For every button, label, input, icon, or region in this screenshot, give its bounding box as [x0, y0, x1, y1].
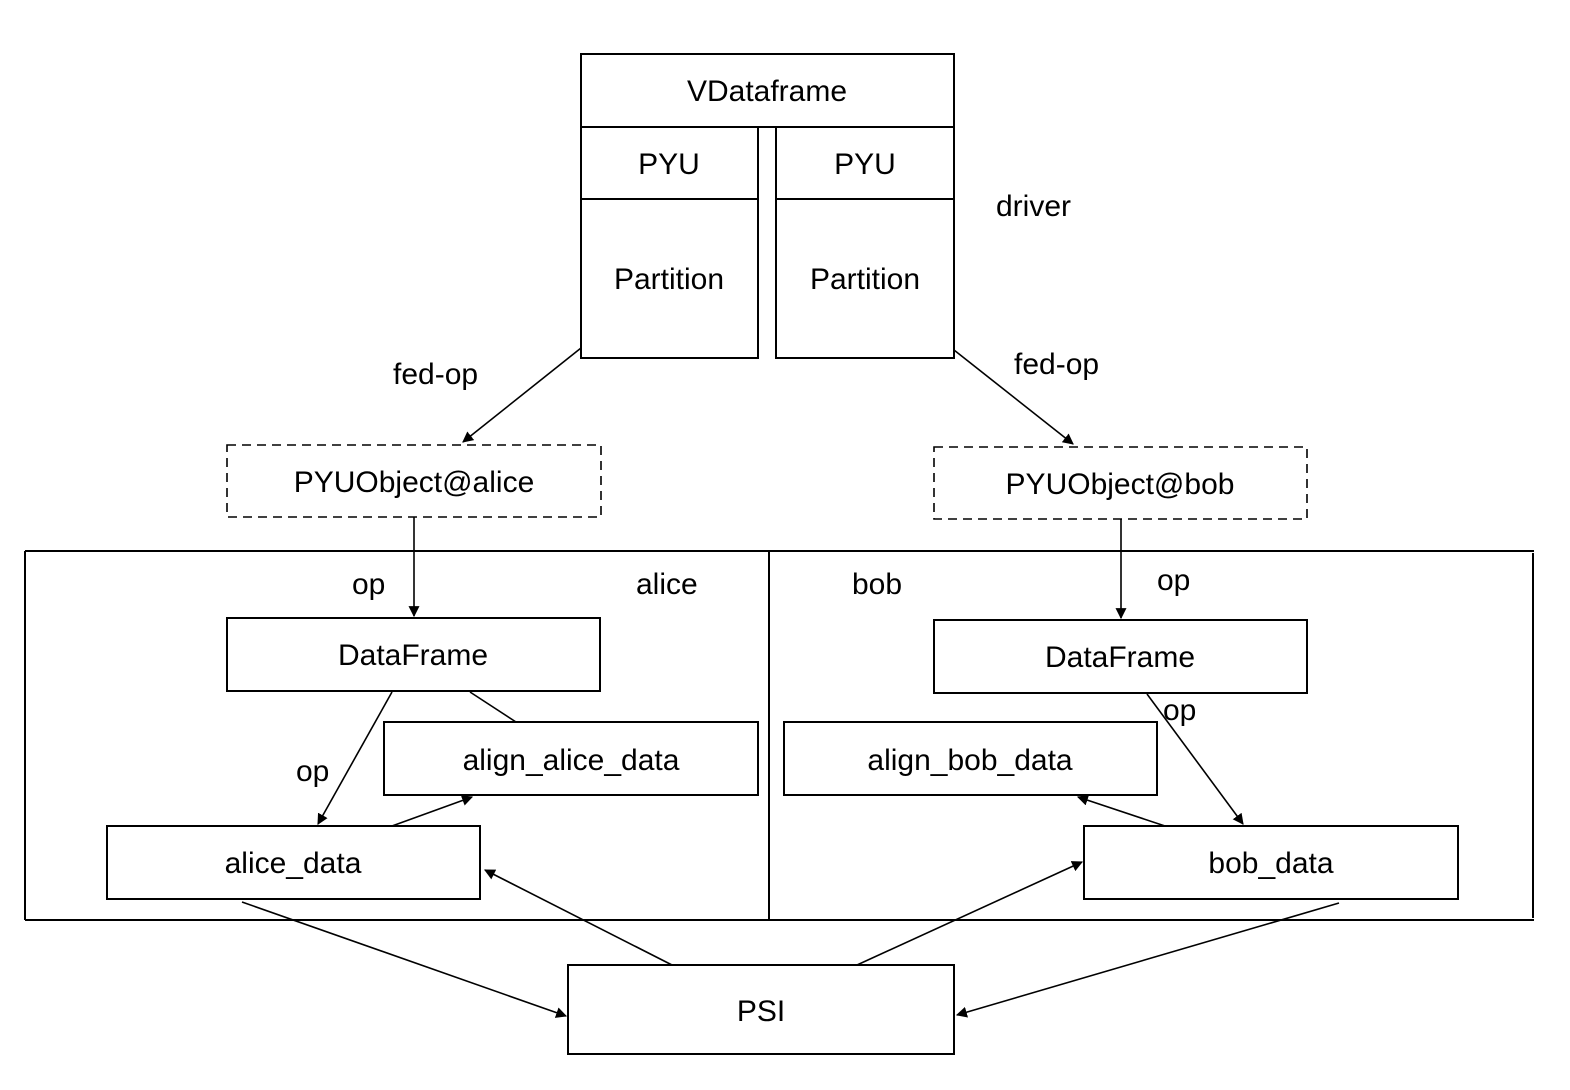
alice-dataframe-node[interactable] [226, 617, 601, 692]
align-bob-data-label: align_bob_data [867, 744, 1073, 777]
bob-data-label: bob_data [1208, 847, 1333, 880]
vdataframe-label: VDataframe [687, 75, 847, 108]
pyu-right-label: PYU [834, 148, 896, 181]
fed-op-left-label: fed-op [393, 358, 478, 391]
bob-party-label: bob [852, 568, 902, 601]
fed-op-left-arrow [462, 347, 582, 443]
bob-data-node[interactable] [1083, 825, 1459, 900]
op-bob-in-label: op [1157, 564, 1190, 597]
fed-op-right-label: fed-op [1014, 348, 1099, 381]
pyuobject-alice-label: PYUObject@alice [294, 466, 535, 499]
psi-label: PSI [737, 995, 785, 1028]
op-alice-df-label: op [296, 755, 329, 788]
alice-data-to-align-arrow [391, 795, 474, 827]
alice-party-label: alice [636, 568, 698, 601]
bob-dataframe-label: DataFrame [1045, 641, 1195, 674]
partition-right-label: Partition [810, 263, 920, 296]
align-alice-data-node[interactable] [383, 721, 759, 796]
align-bob-data-node[interactable] [783, 721, 1158, 796]
pyuobject-bob-label: PYUObject@bob [1006, 468, 1235, 501]
alice-df-align-connector [469, 691, 517, 723]
alice-data-node[interactable] [106, 825, 481, 900]
align-alice-data-label: align_alice_data [463, 744, 680, 777]
bob-data-to-align-arrow [1076, 794, 1166, 827]
op-alice-in-label: op [352, 568, 385, 601]
pyuobject-bob-node[interactable] [933, 446, 1308, 520]
psi-to-alice-data-arrow [484, 869, 673, 966]
pyu-left-label: PYU [638, 148, 700, 181]
partition-left-cell[interactable] [580, 198, 759, 359]
fed-op-right-arrow [953, 349, 1074, 445]
op-bob-df-arrow [1146, 693, 1244, 825]
pyu-right-cell[interactable] [775, 126, 955, 200]
op-bob-df-label: op [1163, 694, 1196, 727]
op-alice-df-arrow [317, 691, 393, 825]
pyuobject-alice-node[interactable] [226, 444, 602, 518]
vdataframe-header[interactable] [580, 53, 955, 128]
psi-to-bob-data-arrow [856, 861, 1084, 966]
partition-left-label: Partition [614, 263, 724, 296]
vdataframe-node[interactable]: VDataframe PYU Partition PYU Partition [580, 53, 955, 359]
alice-dataframe-label: DataFrame [338, 639, 488, 672]
alice-data-to-psi-arrow [241, 901, 568, 1018]
driver-label: driver [996, 190, 1071, 223]
psi-node[interactable] [567, 964, 955, 1055]
alice-data-label: alice_data [225, 847, 362, 880]
bob-data-to-psi-arrow [955, 902, 1340, 1018]
partition-right-cell[interactable] [775, 198, 955, 359]
bob-dataframe-node[interactable] [933, 619, 1308, 694]
